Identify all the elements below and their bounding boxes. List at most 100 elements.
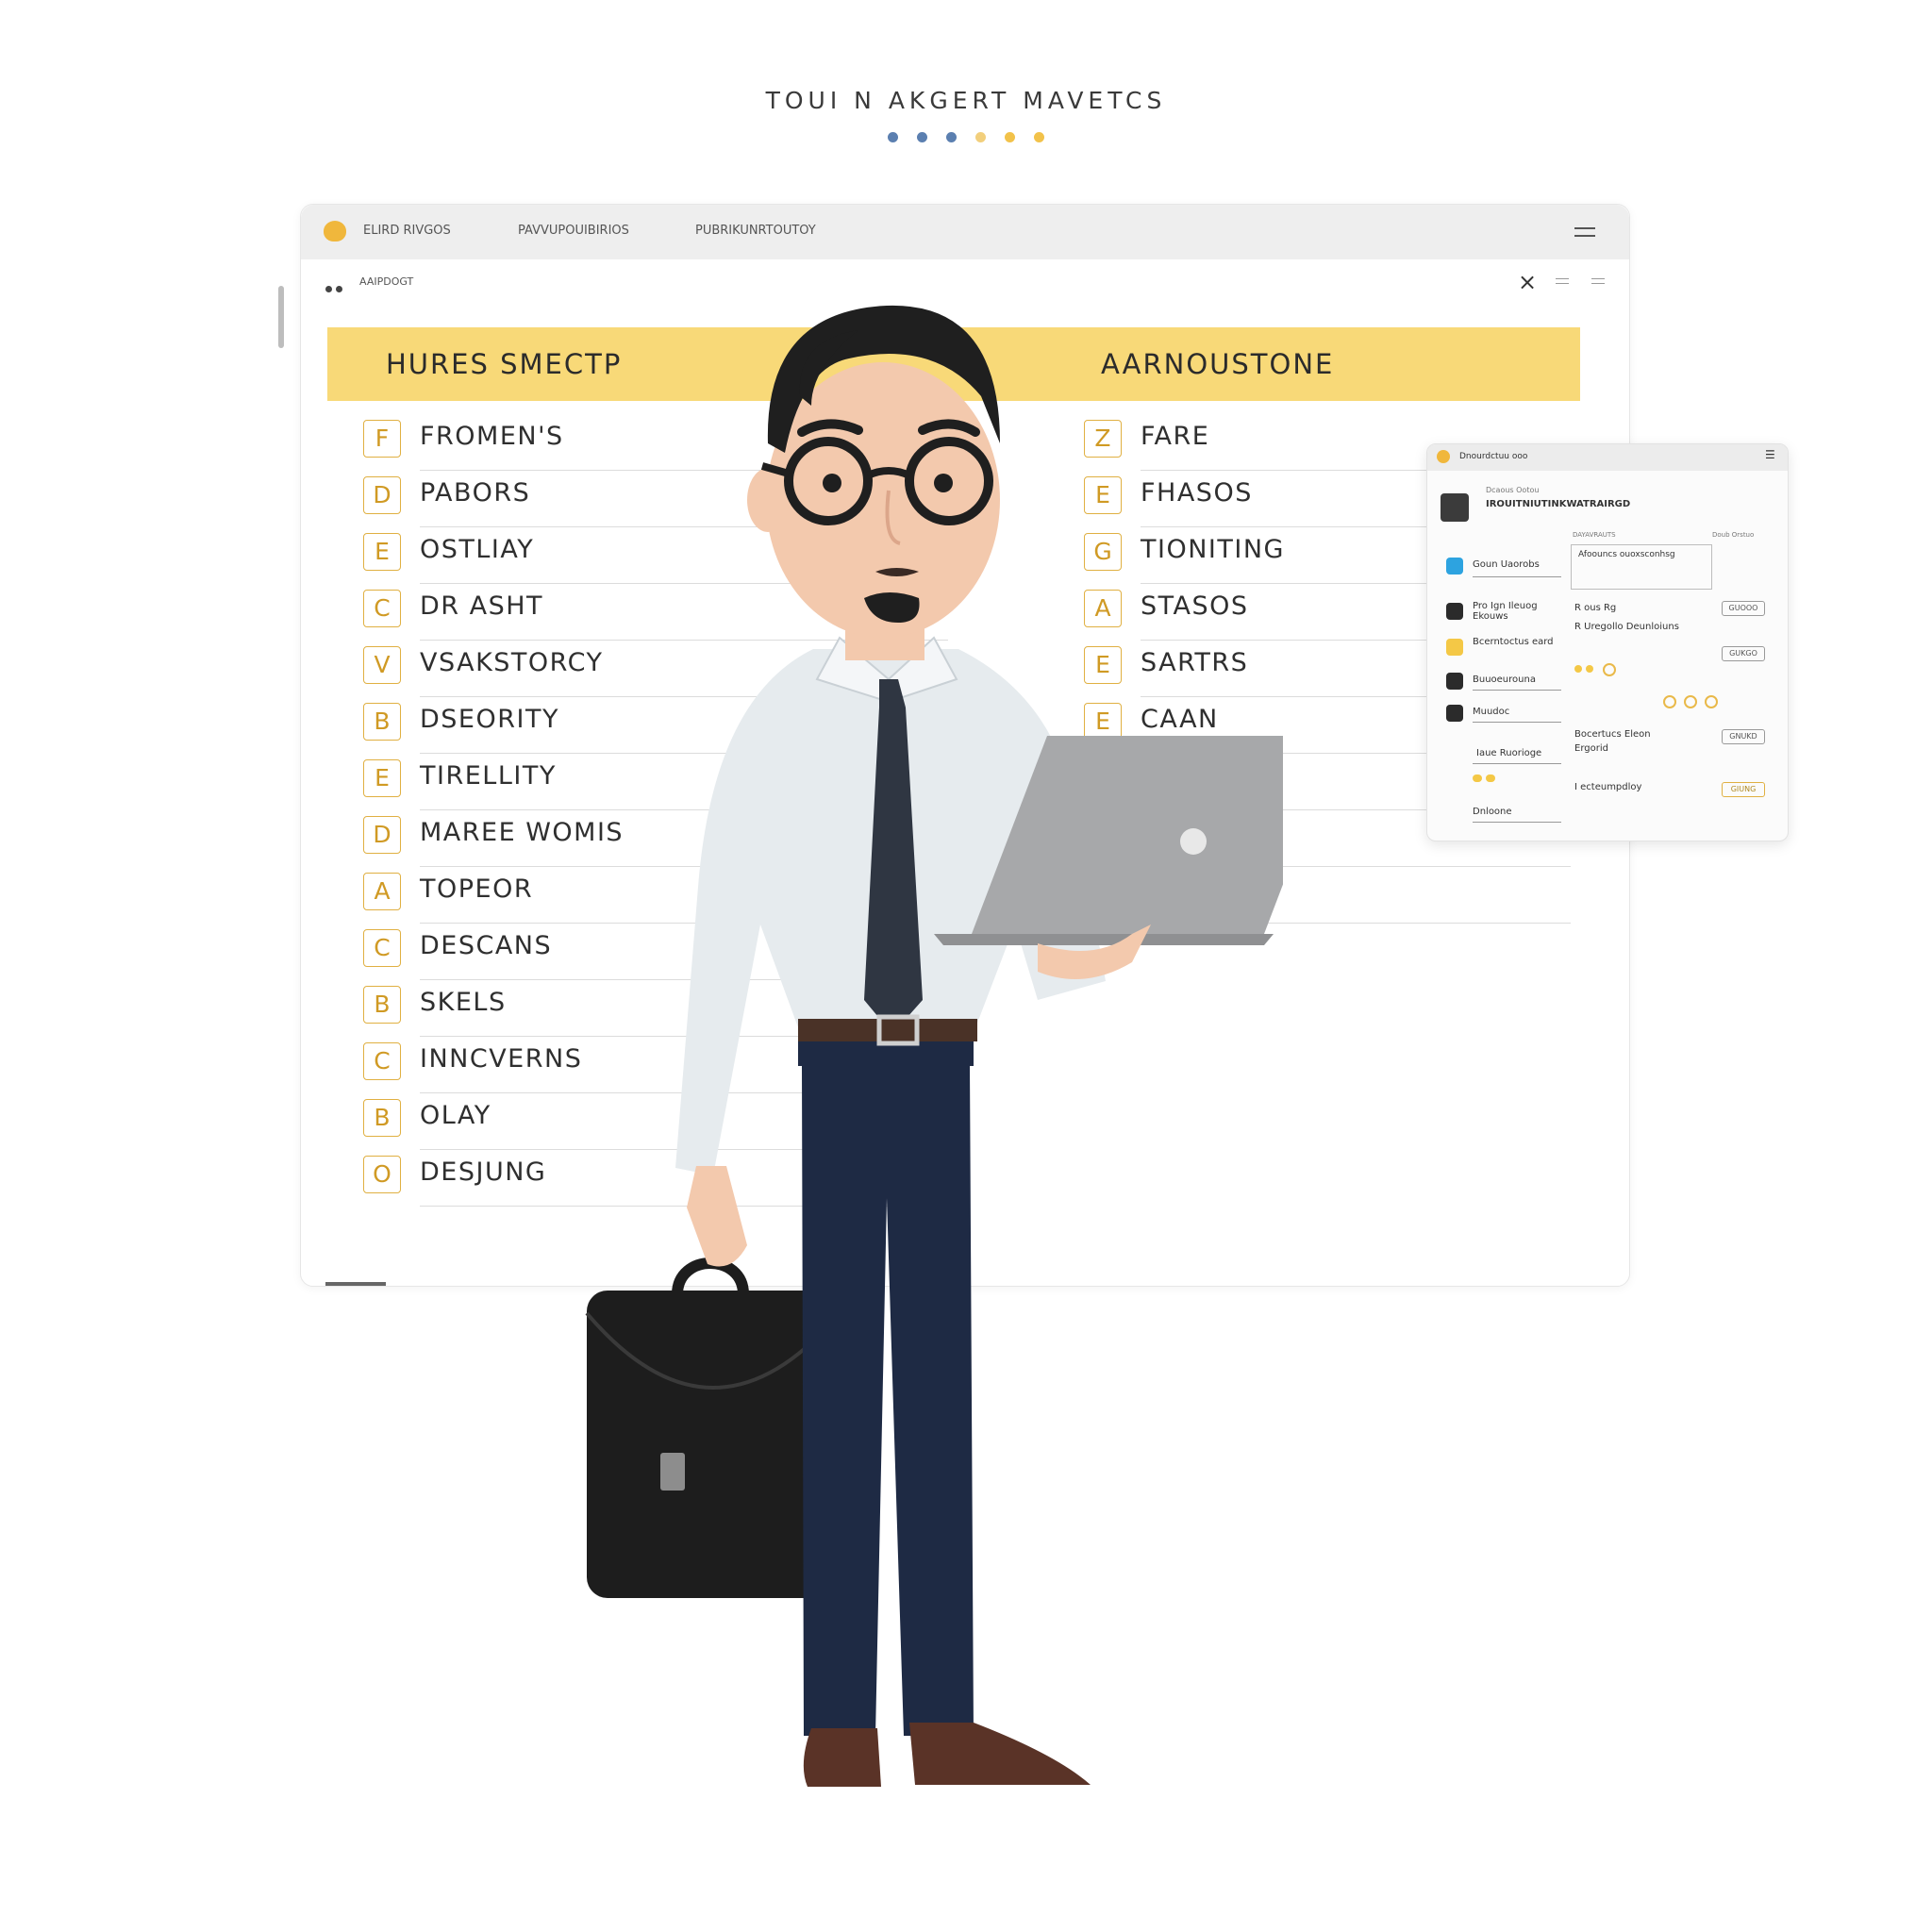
file-icon xyxy=(1446,603,1463,620)
page-dot[interactable] xyxy=(946,132,957,142)
panel-button-1[interactable]: GUOOO xyxy=(1722,601,1765,616)
letter-badge: E xyxy=(1084,476,1122,514)
row-divider xyxy=(420,583,948,584)
panel-col-a: DAYAVRAUTS xyxy=(1573,531,1616,539)
list-item[interactable]: D PABORS xyxy=(363,471,948,527)
window-toolbar: ELIRD RIVGOS PAVVUPOUIBIRIOS PUBRIKUNRTO… xyxy=(301,205,1629,259)
star-icon xyxy=(1446,639,1463,656)
list-item-label: DESCANS xyxy=(420,931,553,960)
list-item[interactable]: A STASOS xyxy=(1084,584,1571,641)
row-divider xyxy=(420,696,948,697)
panel-right-5: I ecteumpdloy xyxy=(1574,782,1642,792)
panel-button-4[interactable]: GIUNG xyxy=(1722,782,1765,797)
letter-badge: A xyxy=(1084,590,1122,627)
panel-item-4[interactable]: Buuoeurouna xyxy=(1473,675,1536,685)
list-item-label: VSAKSTORCY xyxy=(420,648,604,677)
letter-badge: E xyxy=(1084,703,1122,741)
letter-badge: E xyxy=(1084,646,1122,684)
letter-badge: V xyxy=(363,646,401,684)
panel-button-2[interactable]: GUKGO xyxy=(1722,646,1765,661)
equals-icon[interactable] xyxy=(1556,275,1569,288)
list-item[interactable]: G TIONITING xyxy=(1084,527,1571,584)
row-divider xyxy=(420,753,948,754)
businessman-illustration xyxy=(585,305,1283,1787)
list-item-label: DESJUNG xyxy=(420,1158,547,1187)
user-avatar-icon xyxy=(1441,493,1469,522)
close-icon[interactable]: × xyxy=(1518,269,1538,295)
list-item-label: PABORS xyxy=(420,478,531,508)
letter-badge: E xyxy=(363,533,401,571)
letter-badge: B xyxy=(363,986,401,1024)
page-title: TOUI N AKGERT MAVETCS xyxy=(765,87,1167,114)
tag-icon xyxy=(1586,665,1593,673)
list-item-label: STASOS xyxy=(1141,591,1249,621)
letter-badge: G xyxy=(1084,533,1122,571)
page-dot[interactable] xyxy=(1034,132,1044,142)
belt xyxy=(798,1019,977,1041)
nav-link-3[interactable]: PUBRIKUNRTOUTOY xyxy=(695,224,816,238)
page-dot[interactable] xyxy=(888,132,898,142)
pagination-dots xyxy=(0,132,1932,142)
floating-panel: Dnourdctuu ooo ☰ Dcaous Ootou IROUITNIUT… xyxy=(1426,443,1789,841)
list-item[interactable]: E FHASOS xyxy=(1084,471,1571,527)
row-divider xyxy=(1141,866,1571,867)
equals-icon[interactable] xyxy=(1591,275,1605,288)
hamburger-menu-icon[interactable] xyxy=(1574,222,1595,242)
row-divider xyxy=(1141,526,1571,527)
letter-badge: D xyxy=(363,476,401,514)
letter-badge: F xyxy=(363,420,401,458)
window-subtitle: AAIPDOGT xyxy=(359,275,414,288)
page-dot[interactable] xyxy=(917,132,927,142)
row-divider xyxy=(1141,809,1571,810)
list-item-label: TIONITING xyxy=(1141,535,1285,564)
panel-item-1[interactable]: Goun Uaorobs xyxy=(1473,559,1540,570)
row-divider xyxy=(420,809,948,810)
letter-badge: C xyxy=(363,590,401,627)
list-item[interactable]: V VSAKSTORCY xyxy=(363,641,948,697)
row-divider xyxy=(1141,470,1571,471)
panel-item-5[interactable]: Muudoc xyxy=(1473,707,1510,717)
list-item-label: TIRELLITY xyxy=(420,761,557,791)
list-item[interactable]: F FROMEN'S xyxy=(363,414,948,471)
list-item-label: FROMEN'S xyxy=(420,422,564,451)
nav-link-1[interactable]: ELIRD RIVGOS xyxy=(363,224,451,238)
right-column-title: AARNOUSTONE xyxy=(1101,348,1335,380)
status-dot-icon xyxy=(1684,695,1697,708)
gear-icon xyxy=(1446,705,1463,722)
page-dot[interactable] xyxy=(975,132,986,142)
list-item-label: FARE xyxy=(1141,422,1210,451)
panel-item-6[interactable]: Iaue Ruorioge xyxy=(1476,748,1542,758)
laptop-icon xyxy=(934,736,1283,945)
status-dot-icon xyxy=(1603,663,1616,676)
panel-item-7[interactable]: Dnloone xyxy=(1473,807,1512,817)
window-dots-icon xyxy=(325,278,346,296)
list-item-label: FHASOS xyxy=(1141,478,1253,508)
page-dot[interactable] xyxy=(1005,132,1015,142)
row-divider xyxy=(420,470,948,471)
nav-link-2[interactable]: PAVVUPOUIBIRIOS xyxy=(518,224,629,238)
list-item-label: OLAY xyxy=(420,1101,491,1130)
panel-menu-icon[interactable]: ☰ xyxy=(1765,448,1775,461)
row-divider xyxy=(420,1206,948,1207)
panel-item-2[interactable]: Pro Ign Ileuog Ekouws xyxy=(1473,601,1538,622)
row-divider xyxy=(1141,583,1571,584)
panel-logo-icon xyxy=(1437,450,1450,463)
scrollbar[interactable] xyxy=(278,286,284,348)
panel-item-3[interactable]: Bcerntoctus eard xyxy=(1473,637,1554,647)
panel-col-b: Doub Orstuo xyxy=(1712,531,1755,539)
list-item-label: TOPEOR xyxy=(420,874,534,904)
row-divider xyxy=(420,526,948,527)
panel-button-3[interactable]: GNUKD xyxy=(1722,729,1765,744)
